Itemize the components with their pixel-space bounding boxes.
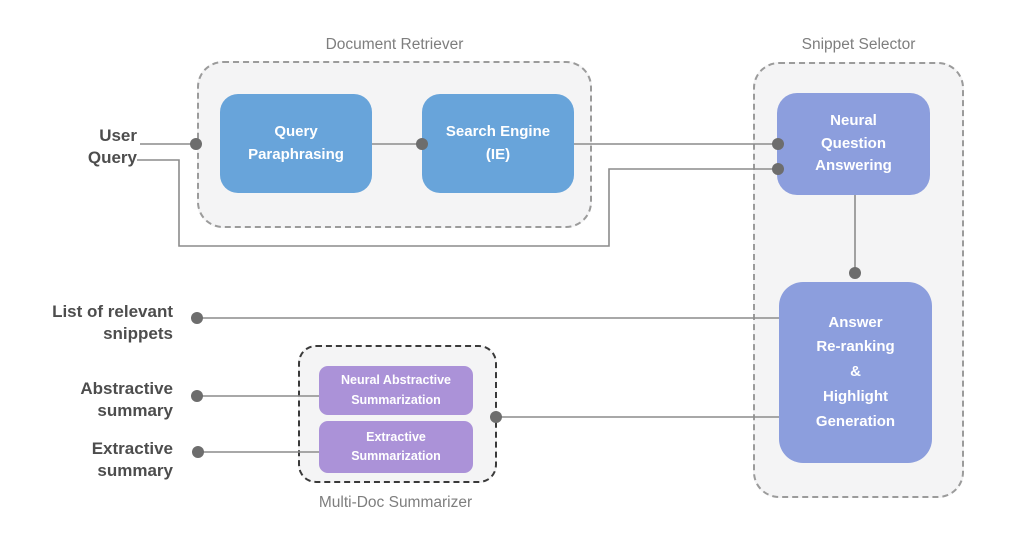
label-user-query: User Query xyxy=(87,126,137,168)
node-extractive-summarization: Extractive Summarization xyxy=(319,421,473,473)
node-neural-question-answering: Neural Question Answering xyxy=(777,93,930,195)
group-title-snippet-selector: Snippet Selector xyxy=(801,36,916,53)
node-neural-abstractive-summarization: Neural Abstractive Summarization xyxy=(319,366,473,415)
group-title-multidoc-summarizer: Multi-Doc Summarizer xyxy=(318,494,473,511)
label-extractive-summary: Extractive summary xyxy=(91,439,173,481)
junction-dot-extractive-output xyxy=(192,446,204,458)
node-query-paraphrasing: Query Paraphrasing xyxy=(220,94,372,193)
label-list-of-relevant-snippets: List of relevant snippets xyxy=(52,302,173,344)
junction-dot-abstractive-output xyxy=(191,390,203,402)
junction-dot-snippets-output xyxy=(191,312,203,324)
label-abstractive-summary: Abstractive summary xyxy=(80,379,173,421)
group-title-document-retriever: Document Retriever xyxy=(325,36,464,53)
node-answer-reranking: Answer Re-ranking & Highlight Generation xyxy=(779,282,932,463)
node-search-engine: Search Engine (IE) xyxy=(422,94,574,193)
